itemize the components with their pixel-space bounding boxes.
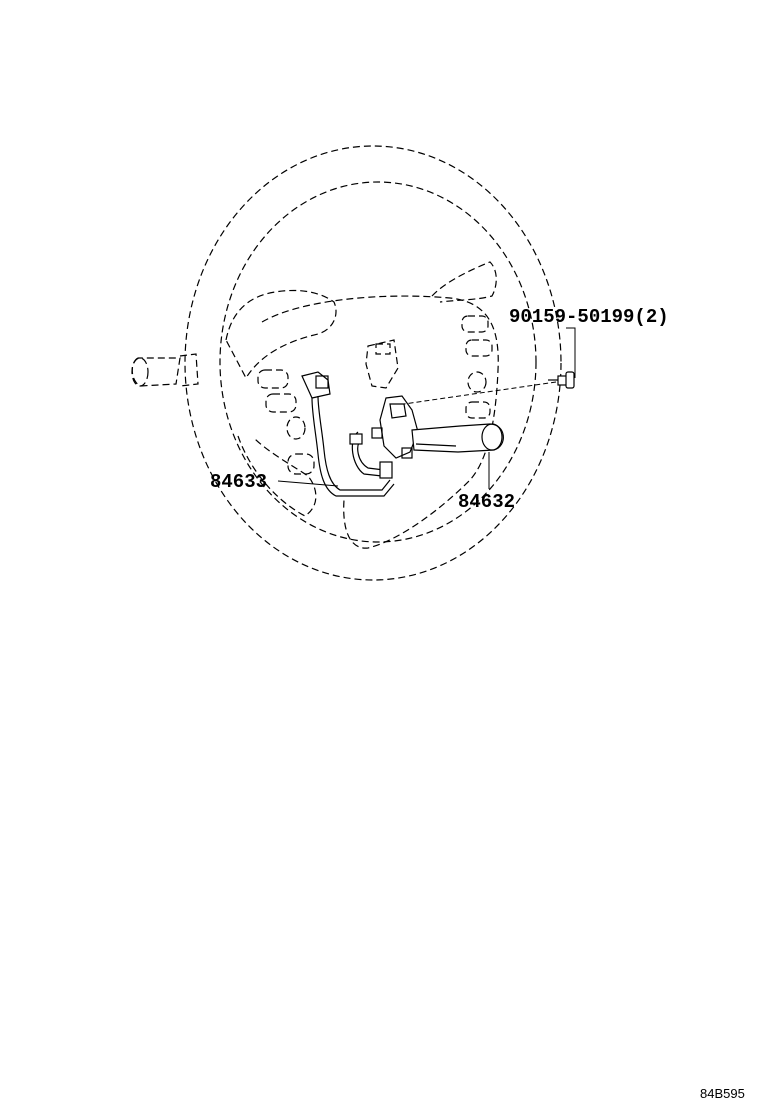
- leader-wire: [277, 480, 339, 487]
- left-spoke-buttons: [257, 369, 315, 475]
- wheel-spoke-lower-left: [237, 435, 317, 517]
- wheel-spoke-left: [225, 289, 337, 380]
- wheel-hub: [261, 295, 499, 549]
- cruise-switch-84632: [371, 395, 504, 459]
- wire-harness-84633: [301, 371, 395, 497]
- wheel-rim-inner: [219, 181, 537, 543]
- wheel-spoke-right: [431, 261, 497, 303]
- column-stalk: [131, 353, 199, 387]
- steering-wheel: [184, 145, 562, 581]
- leader-bolt-dashed: [403, 381, 557, 405]
- screw-90159-50199: [548, 371, 575, 389]
- leader-bolt: [566, 327, 576, 378]
- right-spoke-buttons: [461, 315, 493, 419]
- figure-code: 84B595: [700, 1086, 745, 1101]
- bolt-part-label: 90159-50199(2): [509, 306, 669, 328]
- switch-part-label: 84632: [458, 491, 515, 513]
- wheel-rim-outer: [184, 145, 562, 581]
- wire-part-label: 84633: [210, 471, 267, 493]
- horn-pad-connector: [365, 339, 399, 389]
